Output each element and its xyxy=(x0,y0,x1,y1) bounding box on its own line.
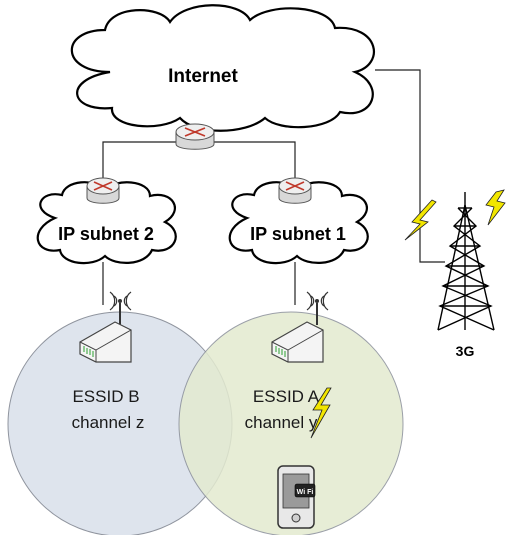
internet-cloud: Internet xyxy=(70,4,375,132)
subnet-left-label: IP subnet 2 xyxy=(58,224,154,244)
coverage-cell-essid-a xyxy=(178,311,404,535)
network-links xyxy=(102,69,445,305)
subnet-right-label: IP subnet 1 xyxy=(250,224,346,244)
access-point-b-icon xyxy=(79,291,132,363)
wifi-badge-label: Wi Fi xyxy=(297,489,314,496)
access-point-a-icon xyxy=(271,291,329,363)
core-router-icon xyxy=(175,123,215,150)
channel-a-label: channel y xyxy=(245,413,318,432)
subnet-router-left-icon xyxy=(86,177,120,204)
lightning-bolt-right-icon xyxy=(485,189,506,226)
tower-label: 3G xyxy=(456,343,475,359)
lightning-bolt-left-icon xyxy=(404,199,437,241)
cell-tower-icon xyxy=(437,192,495,331)
channel-b-label: channel z xyxy=(72,413,145,432)
subnet-cloud-right: IP subnet 1 xyxy=(228,181,369,265)
essid-a-label: ESSID A xyxy=(253,387,320,406)
mobile-device-icon: Wi Fi xyxy=(277,465,316,529)
internet-label: Internet xyxy=(168,66,238,87)
subnet-cloud-left: IP subnet 2 xyxy=(36,181,177,265)
lightning-bolt-cell-icon xyxy=(310,387,332,439)
subnet-router-right-icon xyxy=(278,177,312,204)
essid-b-label: ESSID B xyxy=(72,387,139,406)
